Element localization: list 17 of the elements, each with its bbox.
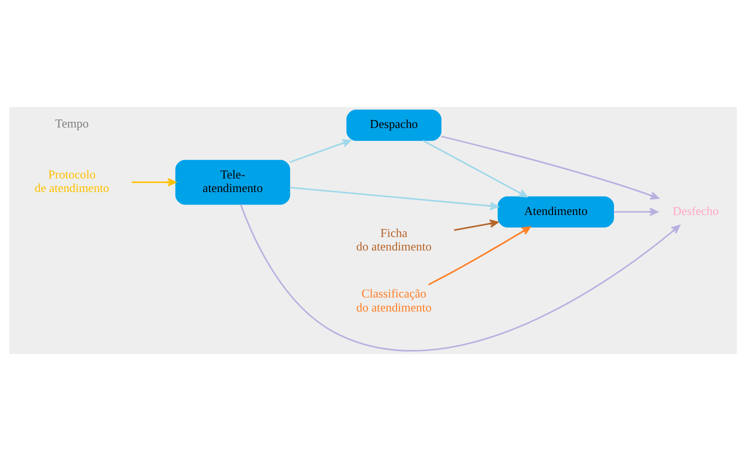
arrow [440,136,660,200]
arrow [428,226,531,286]
node-text: Ficha do atendimento [356,226,432,254]
arrow [454,219,499,231]
node-text: Desfecho [672,204,719,218]
node-box: Atendimento [498,196,614,228]
arrow [240,204,680,351]
arrow [132,178,176,186]
arrow [614,208,658,216]
arrow [422,140,528,198]
node-text: Classificação do atendimento [356,286,432,314]
node-box: Despacho [346,110,442,141]
arrow [290,186,499,210]
arrow [290,139,352,163]
node-box: Tele- atendimento [175,160,290,205]
label: Tempo [55,116,89,130]
node-text: Protocolo de atendimento [34,167,110,195]
